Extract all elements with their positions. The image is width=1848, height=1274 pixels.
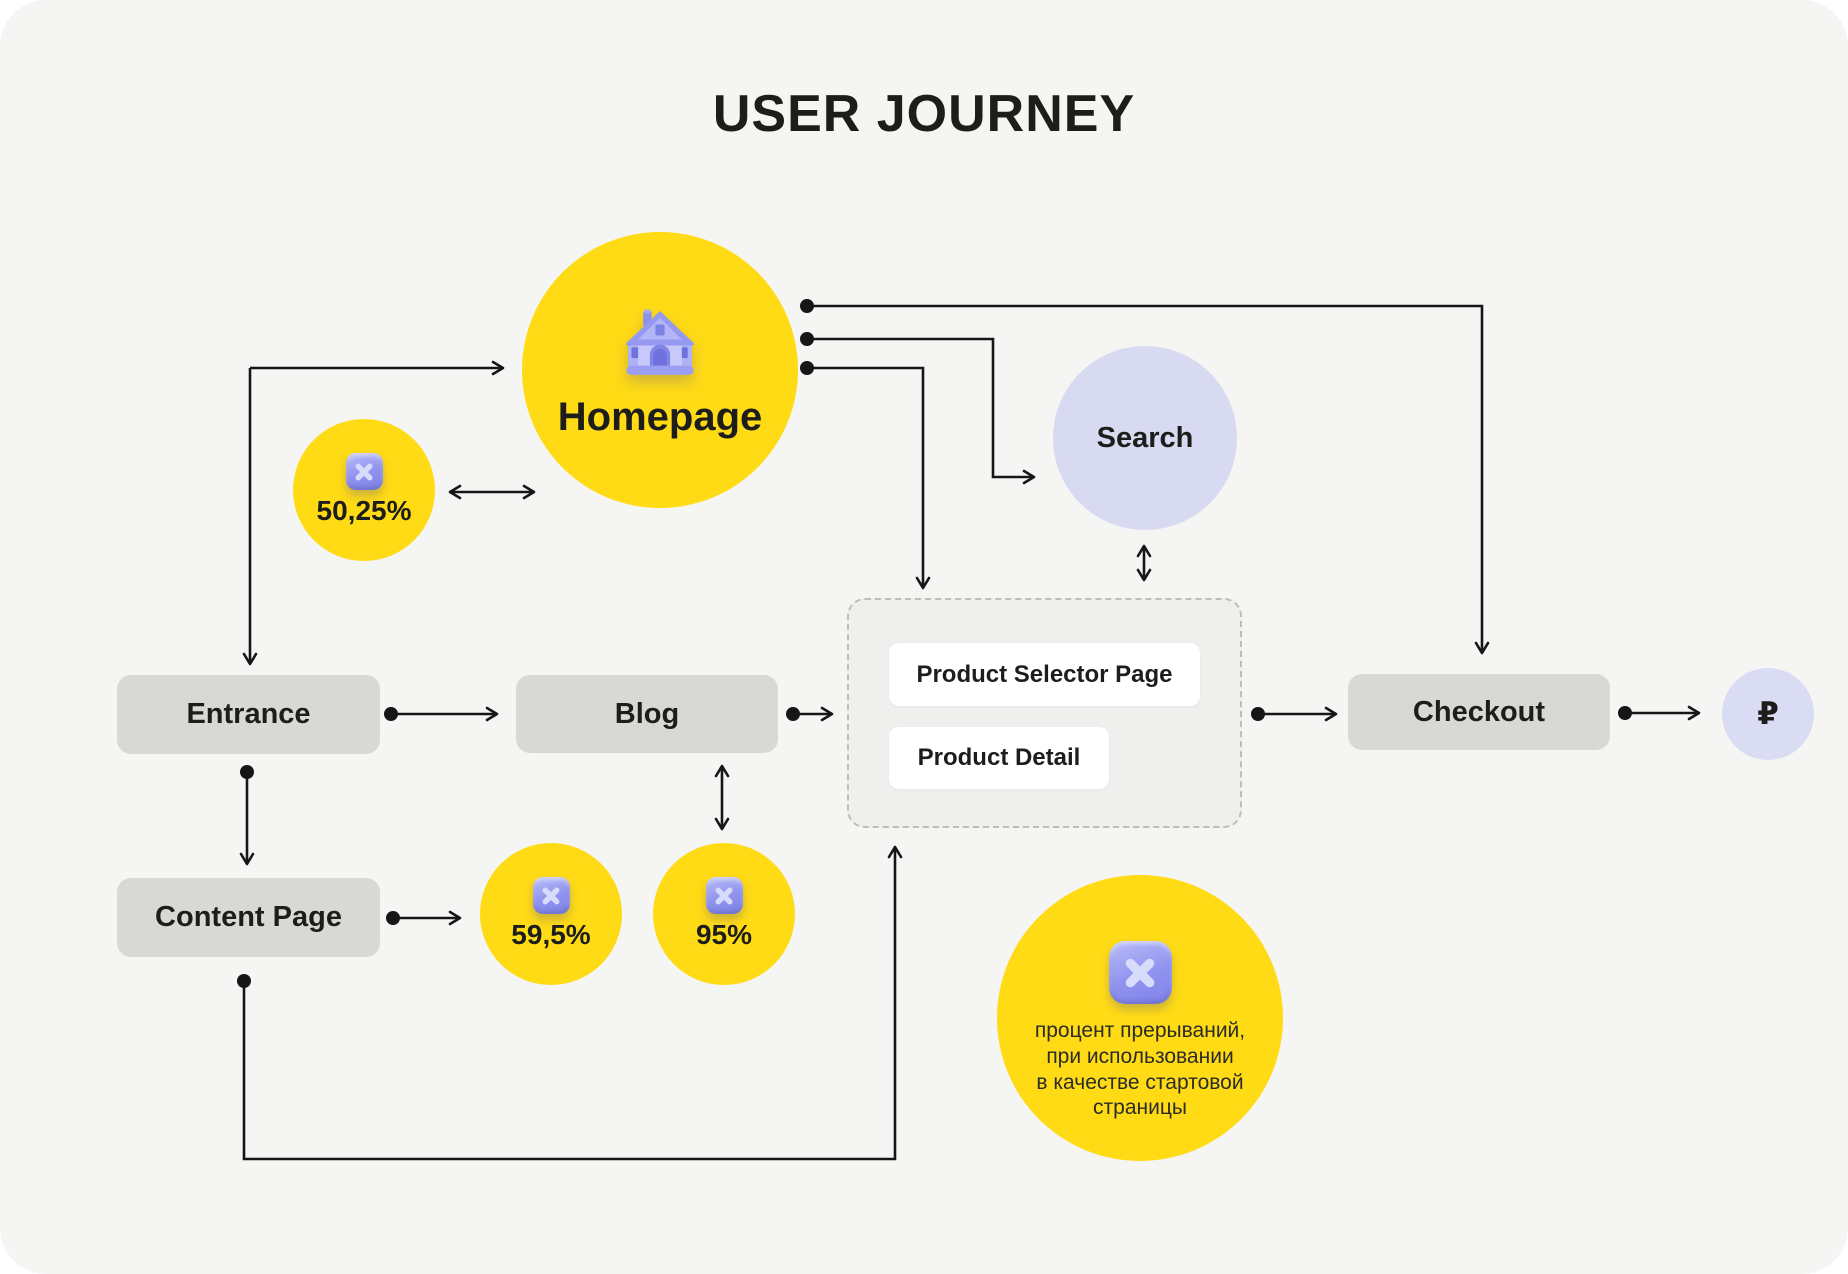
content-page-label: Content Page — [155, 901, 342, 933]
legend-abandon-rate: процент прерываний, при использовании в … — [997, 875, 1283, 1161]
content-abandon-value: 59,5% — [511, 919, 591, 950]
x-icon — [532, 877, 570, 914]
blog-label: Blog — [614, 697, 680, 730]
blog-abandon-value: 95% — [695, 919, 753, 950]
ruble-icon: ₽ — [1757, 696, 1779, 732]
homepage-abandon-value: 50,25% — [316, 495, 412, 526]
checkout-label: Checkout — [1412, 695, 1546, 728]
node-homepage: Homepage — [522, 232, 798, 508]
x-icon — [345, 453, 383, 490]
connector-homepage-products — [807, 366, 931, 590]
node-blog: Blog — [516, 675, 778, 753]
x-icon — [1108, 941, 1172, 1005]
product-selector-label: Product Selector Page — [916, 660, 1173, 688]
house-icon — [625, 308, 695, 375]
node-currency: ₽ — [1722, 668, 1814, 760]
product-group: Product Selector Page Product Detail — [847, 598, 1242, 828]
stat-content-abandon: 59,5% — [480, 843, 622, 985]
node-search: Search — [1053, 346, 1237, 530]
connector-homepage-search — [807, 337, 1036, 485]
stat-blog-abandon: 95% — [653, 843, 795, 985]
node-content-page: Content Page — [117, 878, 380, 957]
diagram-title: USER JOURNEY — [712, 85, 1136, 143]
stat-homepage-abandon: 50,25% — [293, 419, 435, 561]
search-label: Search — [1096, 421, 1194, 454]
node-product-selector: Product Selector Page — [889, 643, 1200, 706]
x-icon — [705, 877, 743, 914]
product-detail-label: Product Detail — [917, 744, 1081, 771]
node-product-detail: Product Detail — [889, 727, 1109, 789]
node-entrance: Entrance — [117, 675, 380, 754]
homepage-label: Homepage — [557, 394, 763, 439]
node-checkout: Checkout — [1348, 674, 1610, 750]
entrance-label: Entrance — [186, 698, 311, 730]
legend-text: процент прерываний, при использовании в … — [1034, 1019, 1246, 1120]
